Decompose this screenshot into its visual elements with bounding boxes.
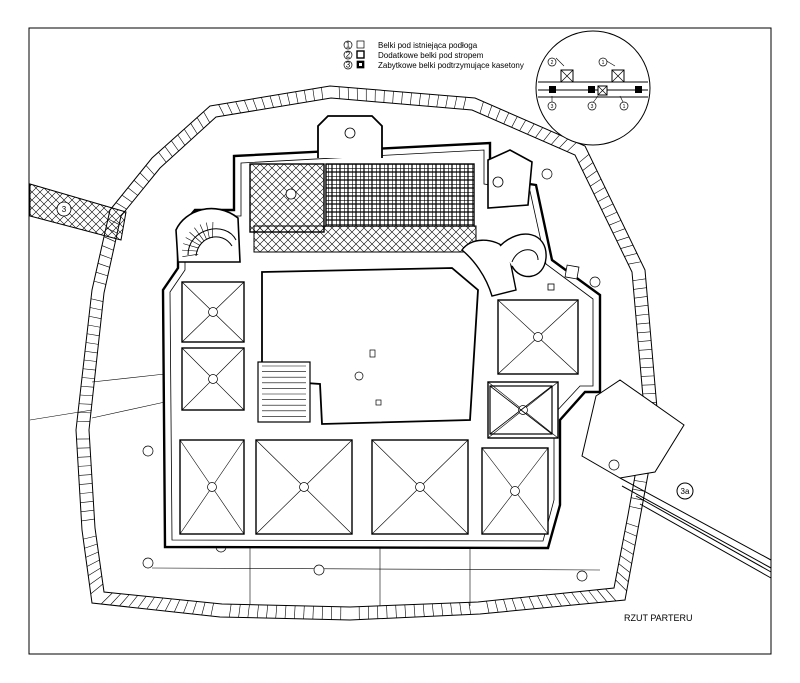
detail-callout-marker [598, 57, 608, 67]
drawing-frame [28, 27, 772, 655]
vault-room [179, 439, 245, 535]
detail-callouts: 2 1 3 3 1 [547, 57, 629, 111]
vault-room [181, 281, 245, 343]
stair-treads [262, 365, 306, 417]
bridge-right-tag-label: 3a [681, 487, 690, 496]
detail-callout-marker [619, 101, 629, 111]
vault-room [481, 447, 549, 535]
corridor-hatched [253, 225, 477, 253]
vault-room [255, 439, 353, 535]
legend-label: Zabytkowe belki podtrzymujące kasetony [378, 61, 524, 70]
vault-room [497, 299, 579, 375]
bridge-left-tag-label: 3 [62, 205, 67, 214]
svg-text:2: 2 [346, 51, 351, 60]
legend-item: 3 Zabytkowe belki podtrzymujące kasetony [343, 61, 524, 70]
legend: 1 Belki pod istniejąca podłoga 2 Dodatko… [343, 41, 524, 70]
stair-tower-west [175, 207, 241, 263]
bridge-left-tag [56, 201, 72, 217]
stair-treads [182, 222, 214, 257]
vaulted-rooms [179, 281, 579, 535]
detail-callout-number: 1 [623, 104, 626, 110]
room-crosshatched [249, 163, 325, 233]
vault-room [181, 347, 245, 411]
svg-text:3: 3 [346, 61, 351, 70]
tower-ne [487, 149, 533, 209]
column-symbol [344, 127, 356, 139]
detail-callout-number: 3 [551, 104, 554, 110]
detail-callout-number: 3 [591, 104, 594, 110]
bridge-right-tag [676, 482, 694, 500]
beam-detail: 2 1 3 3 1 [535, 30, 651, 146]
vault-room [371, 439, 469, 535]
legend-label: Dodatkowe belki pod stropem [378, 51, 484, 60]
bridge-left: 3 [29, 183, 127, 241]
drawing-title: RZUT PARTERU [624, 613, 693, 623]
ring-ticks [76, 86, 658, 620]
detail-callout-number: 1 [602, 60, 605, 66]
bridge-right: 3a [581, 379, 772, 579]
legend-item: 2 Dodatkowe belki pod stropem [343, 50, 484, 60]
detail-callout-number: 2 [551, 60, 554, 66]
svg-text:1: 1 [346, 41, 351, 50]
detail-callout-marker [587, 101, 597, 111]
detail-callout-marker [547, 57, 557, 67]
stair-center [257, 361, 311, 423]
vault-room [487, 381, 559, 439]
site-grid [29, 373, 601, 606]
detail-callout-marker [547, 101, 557, 111]
legend-label: Belki pod istniejąca podłoga [378, 41, 478, 50]
east-stair [461, 239, 517, 297]
room-beam-grid [325, 163, 475, 227]
legend-item: 1 Belki pod istniejąca podłoga [343, 41, 478, 50]
